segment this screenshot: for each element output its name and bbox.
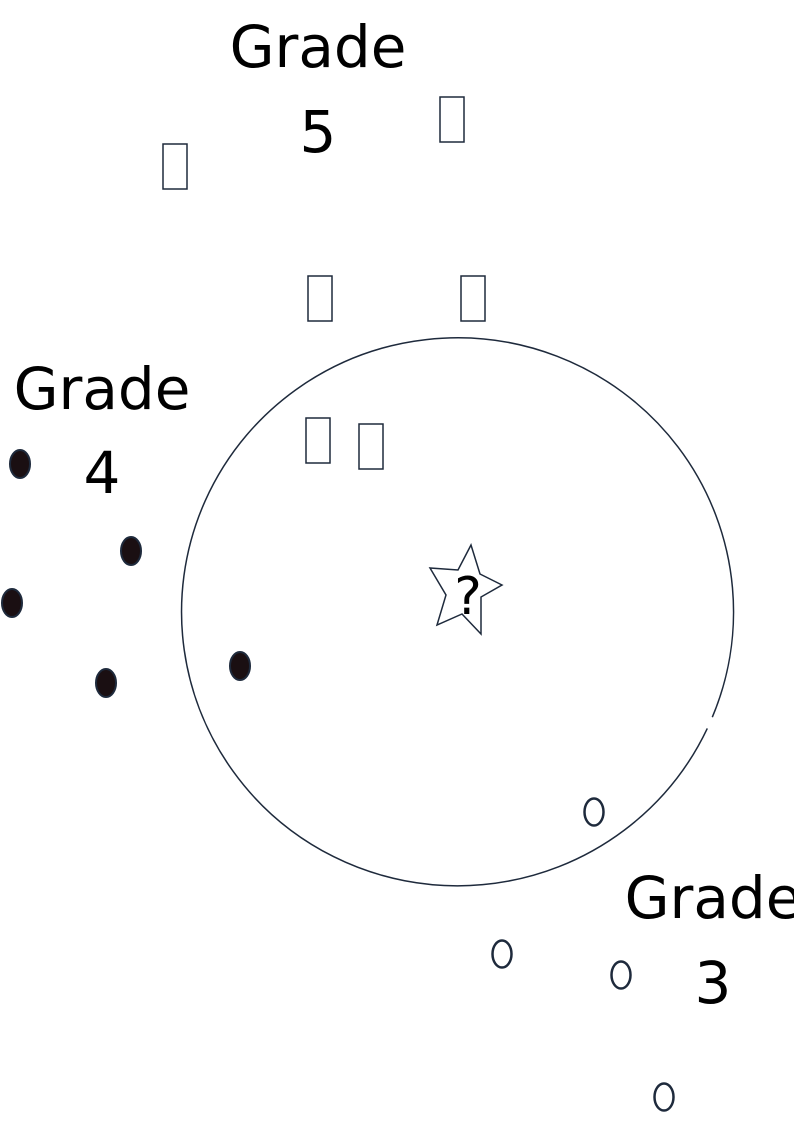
- grade5-label-line2: 5: [300, 98, 337, 166]
- grade4-point: [120, 536, 142, 566]
- grade4-label-line2: 4: [84, 439, 121, 507]
- grade3-point: [610, 960, 632, 990]
- grade4-point: [1, 588, 23, 618]
- grade5-point: [305, 417, 331, 464]
- grade5-point: [358, 423, 384, 470]
- grade5-label-line1: Grade: [230, 13, 407, 81]
- grade4-label-line1: Grade: [14, 355, 191, 423]
- grade3-point: [653, 1082, 675, 1112]
- grade5-point: [307, 275, 333, 322]
- grade3-label-line1: Grade: [625, 864, 794, 932]
- grade3-point: [491, 939, 513, 969]
- grade5-point: [162, 143, 188, 190]
- grade3-label-line2: 3: [695, 949, 732, 1017]
- neighborhood-circle: [180, 337, 735, 887]
- grade4-point: [229, 651, 251, 681]
- grade4-point: [95, 668, 117, 698]
- query-label: ?: [454, 567, 482, 627]
- grade3-point: [583, 797, 605, 827]
- grade4-point: [9, 449, 31, 479]
- grade5-point: [460, 275, 486, 322]
- grade5-point: [439, 96, 465, 143]
- star-icon: [428, 543, 504, 636]
